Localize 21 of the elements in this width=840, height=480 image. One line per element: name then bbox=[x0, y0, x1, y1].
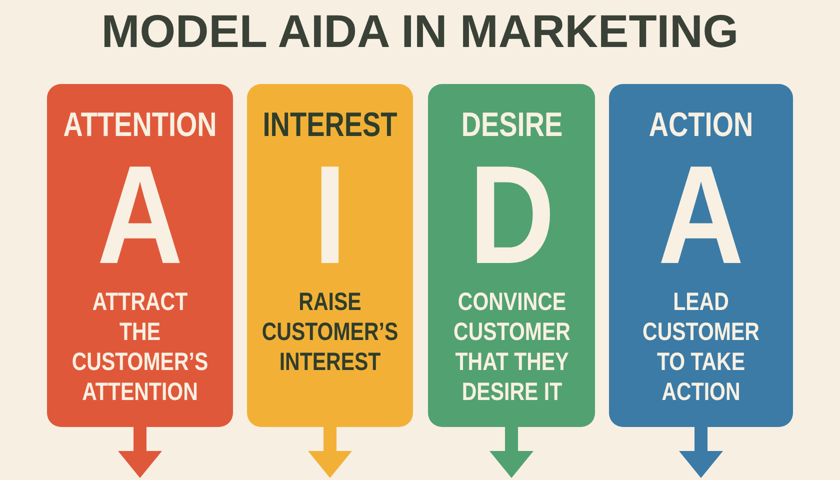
stage-description: RAISE CUSTOMER’S INTEREST bbox=[260, 287, 400, 377]
stage-card bbox=[428, 84, 595, 427]
stage-description: LEAD CUSTOMER TO TAKE ACTION bbox=[642, 287, 760, 407]
stage-letter: A bbox=[658, 163, 744, 267]
stage-letter: D bbox=[468, 163, 554, 267]
stage-heading: INTEREST bbox=[262, 107, 398, 143]
stage-letter: A bbox=[97, 163, 183, 267]
arrow bbox=[118, 427, 162, 478]
stage-heading: ATTENTION bbox=[63, 107, 217, 143]
stage-card bbox=[609, 84, 793, 427]
stage-heading: ACTION bbox=[648, 107, 754, 143]
stage-card bbox=[247, 84, 413, 427]
stage-card bbox=[47, 84, 233, 427]
stage-description: ATTRACT THE CUSTOMER’S ATTENTION bbox=[70, 287, 210, 407]
stage-description: CONVINCE CUSTOMER THAT THEY DESIRE IT bbox=[452, 287, 571, 407]
title: MODEL AIDA IN MARKETING bbox=[101, 6, 739, 56]
arrow bbox=[679, 427, 723, 478]
arrow bbox=[308, 427, 352, 478]
stage-letter: I bbox=[313, 163, 347, 267]
stage-heading: DESIRE bbox=[460, 107, 562, 143]
arrow bbox=[490, 427, 534, 478]
